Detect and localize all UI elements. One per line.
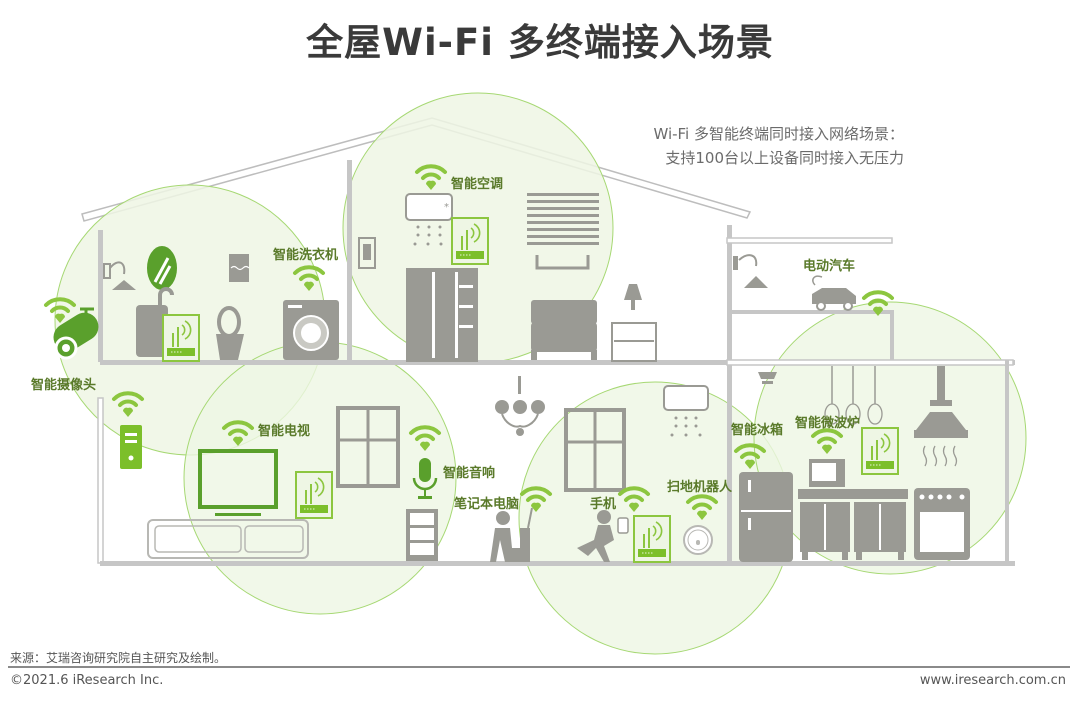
window-blinds-icon <box>527 193 599 270</box>
label-smart-microwave: 智能微波炉 <box>795 415 860 431</box>
pc-tower-icon <box>120 425 142 469</box>
subtitle-line-1: Wi-Fi 多智能终端同时接入网络场景： <box>653 125 904 143</box>
basin-icon <box>136 305 168 357</box>
study-window-icon <box>564 408 626 492</box>
source-note: 来源：艾瑞咨询研究院自主研究及绘制。 <box>10 651 227 665</box>
kitchen-cabinets-icon <box>798 489 908 560</box>
label-smart-tv: 智能电视 <box>258 423 310 439</box>
label-smart-washer: 智能洗衣机 <box>273 247 338 263</box>
label-laptop: 笔记本电脑 <box>454 496 519 512</box>
router-bathroom <box>162 314 200 362</box>
wardrobe-icon <box>406 268 478 362</box>
router-kitchen <box>861 427 899 475</box>
label-smart-fridge: 智能冰箱 <box>731 422 783 438</box>
window-icon <box>336 406 400 488</box>
tv-icon <box>198 449 278 509</box>
wifi-coverage-areas <box>54 92 1027 655</box>
robot-vacuum-icon <box>683 525 713 555</box>
drawer-cabinet-icon <box>406 509 438 561</box>
scene-description: Wi-Fi 多智能终端同时接入网络场景： 支持100台以上设备同时接入无压力 <box>653 122 904 170</box>
study <box>490 385 713 562</box>
bedroom: * <box>358 193 657 362</box>
router-bedroom <box>451 217 489 265</box>
stove-oven-icon <box>914 488 970 560</box>
light-switch-icon <box>358 237 376 269</box>
kitchen <box>739 366 970 562</box>
fridge-icon <box>739 472 793 562</box>
router-study <box>633 515 671 563</box>
label-phone: 手机 <box>590 496 616 512</box>
label-smart-ac: 智能空调 <box>451 176 503 192</box>
person-laptop-icon <box>490 507 533 562</box>
bathroom <box>103 246 339 360</box>
microphone-icon <box>412 458 438 499</box>
lamp-shade-icon <box>112 280 136 290</box>
wall-lamp-icon <box>103 261 126 279</box>
website-link[interactable]: www.iresearch.com.cn <box>919 673 1066 688</box>
range-hood-icon <box>914 366 968 467</box>
chandelier-icon <box>495 376 545 436</box>
electric-car-icon <box>812 275 856 311</box>
bed-icon <box>531 300 597 360</box>
towel-icon <box>229 254 249 282</box>
label-smart-camera: 智能摄像头 <box>31 377 96 393</box>
garage <box>733 254 856 311</box>
subtitle-line-2: 支持100台以上设备同时接入无压力 <box>665 149 904 167</box>
running-person-icon <box>577 510 629 562</box>
label-electric-car: 电动汽车 <box>803 258 855 274</box>
living-room <box>120 376 545 561</box>
page-title: 全屋Wi-Fi 多终端接入场景 <box>306 21 774 64</box>
study-ac-icon <box>663 385 709 437</box>
tv-cabinet-icon <box>147 519 309 559</box>
pendant-lights-icon <box>824 366 883 425</box>
copyright: ©2021.6 iResearch Inc. <box>10 673 164 688</box>
svg-text:*: * <box>444 202 449 213</box>
label-robot-vacuum: 扫地机器人 <box>667 479 733 495</box>
router-living-room <box>295 471 333 519</box>
bedside-lamp-icon <box>611 284 657 362</box>
air-conditioner-icon <box>405 193 453 221</box>
house-structure <box>97 160 1015 566</box>
label-smart-speaker: 智能音响 <box>443 465 495 481</box>
camera-icon <box>53 307 99 360</box>
microwave-icon <box>809 459 845 487</box>
footer-divider <box>8 666 1070 668</box>
